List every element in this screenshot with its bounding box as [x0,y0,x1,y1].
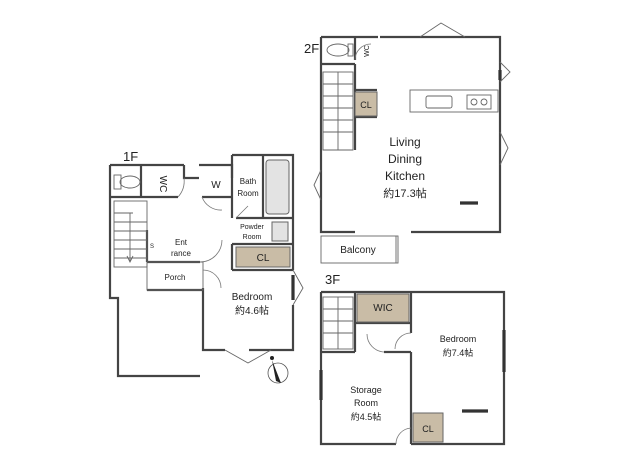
storage-label: Storage [350,385,382,395]
toilet-icon [113,174,141,190]
ldk-label: Living [389,135,420,149]
kitchen-counter [409,89,499,113]
first-floor-west-wall [108,165,200,378]
bedroom-size-1f: 約4.6帖 [235,304,269,317]
third-floor: 3F WIC Bedroom 約7.4帖 Storage [319,272,506,446]
bedroom-size-3f: 約7.4帖 [443,347,474,358]
stairs-icon [322,71,354,151]
closet-label-2f: CL [360,100,372,110]
balcony-label: Balcony [340,245,376,256]
storage-size: 約4.5帖 [351,411,382,422]
stairs-icon [113,200,148,268]
compass-icon [267,356,289,384]
closet-1f [235,246,291,268]
powder-label-2: Room [243,234,262,241]
sink-icon [425,95,453,109]
second-floor: 2F WC [304,22,511,264]
floor-label-1f: 1F [123,149,138,164]
bedroom-label-1f: Bedroom [232,292,273,303]
ldk-label-2: Dining [388,152,422,166]
ldk-label-3: Kitchen [385,169,425,183]
porch-area [146,261,204,291]
first-floor: 1F S [108,149,304,384]
wc-door[interactable] [177,177,185,198]
floor-label-2f: 2F [304,41,319,56]
sink-icon [271,221,289,242]
entrance-label: Ent [175,238,188,247]
walk-in-closet [356,293,410,323]
stove-icon [466,94,492,110]
bathtub-icon [265,159,290,215]
powder-label: Powder [240,224,264,231]
bedroom-label-3f: Bedroom [440,334,477,344]
stairs-icon [322,296,354,350]
porch-label: Porch [165,273,186,282]
entrance-label-2: rance [171,249,192,258]
closet-label-1f: CL [257,253,270,264]
bath-label: Bath [240,177,256,186]
storage-mark: S [150,244,154,250]
wc-label-1f: WC [157,176,168,193]
wic-label: WIC [373,303,392,314]
balcony [320,235,399,264]
bath-label-2: Room [237,189,259,198]
closet-3f [412,412,444,443]
closet-2f [354,91,378,117]
floor-label-3f: 3F [325,272,340,287]
ldk-size: 約17.3帖 [383,186,426,200]
toilet-icon [326,43,354,57]
washroom-label: W [211,180,221,191]
closet-label-3f: CL [422,424,434,434]
storage-label-2: Room [354,398,378,408]
wc-label-2f: WC [364,45,371,57]
